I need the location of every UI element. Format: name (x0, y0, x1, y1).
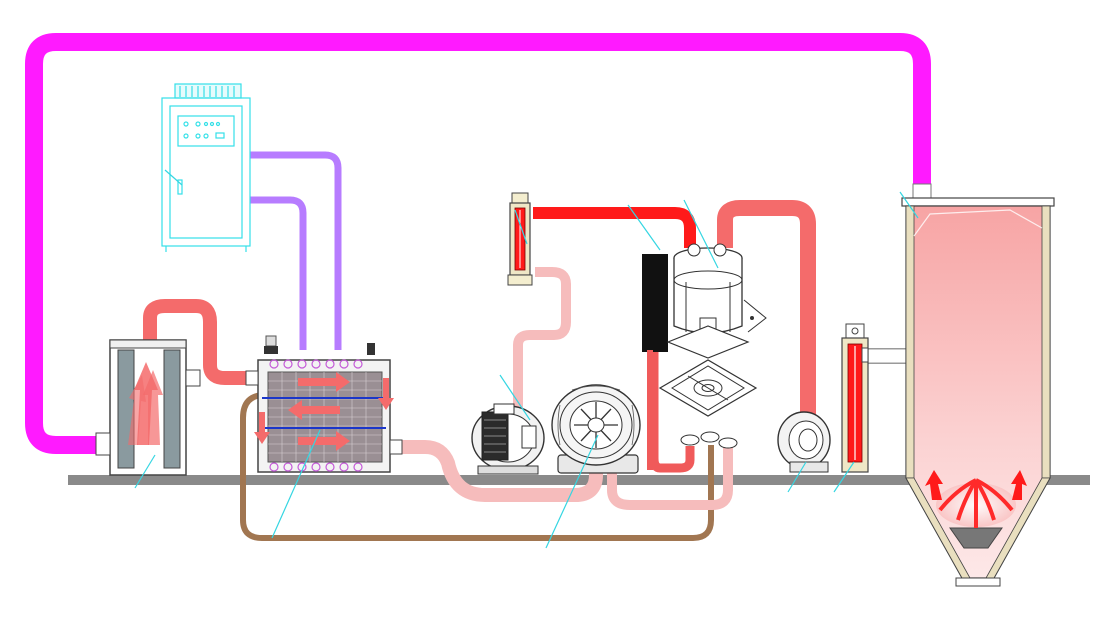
heater-supply-pipe (533, 207, 696, 248)
exchanger-flow-arrow (298, 372, 350, 392)
blower-feed-pipe (513, 267, 571, 420)
filter-to-exchanger-pipe (143, 299, 246, 385)
filter-flow-arrow (128, 375, 146, 445)
exchanger-flow-arrow (254, 412, 270, 444)
tower-flow-arrow (1011, 470, 1027, 500)
tower-flow-arrow (925, 470, 943, 500)
atomizer (642, 243, 767, 470)
ring-blower (551, 384, 641, 474)
floor-line (68, 475, 1090, 485)
ring-blower-outlet-pipe (607, 446, 733, 510)
exchanger-flow-arrow (288, 400, 340, 420)
exchanger-flow-arrow (298, 431, 350, 451)
control-cabinet (161, 83, 251, 252)
atomizer-to-fan-pipe (717, 200, 816, 420)
refrigerant-line-upper (250, 151, 342, 350)
drying-tower (901, 197, 1055, 587)
refrigerant-line-lower (250, 196, 307, 350)
exchanger-flow-arrow (378, 378, 394, 410)
small-blower (471, 403, 545, 475)
heater-panel (642, 254, 668, 352)
drain-line (240, 392, 714, 541)
pointer-lines (134, 169, 919, 549)
filter-flow-arrow (143, 370, 163, 445)
cyclone-fan (777, 411, 831, 473)
heat-exchanger (245, 335, 403, 473)
air-filter (95, 339, 201, 476)
return-air-duct (25, 33, 931, 454)
atomizer-return-pipe (649, 350, 695, 473)
pipe-heater (507, 192, 533, 286)
electric-heater (841, 323, 869, 473)
exchanger-outlet-pipe (400, 440, 603, 502)
